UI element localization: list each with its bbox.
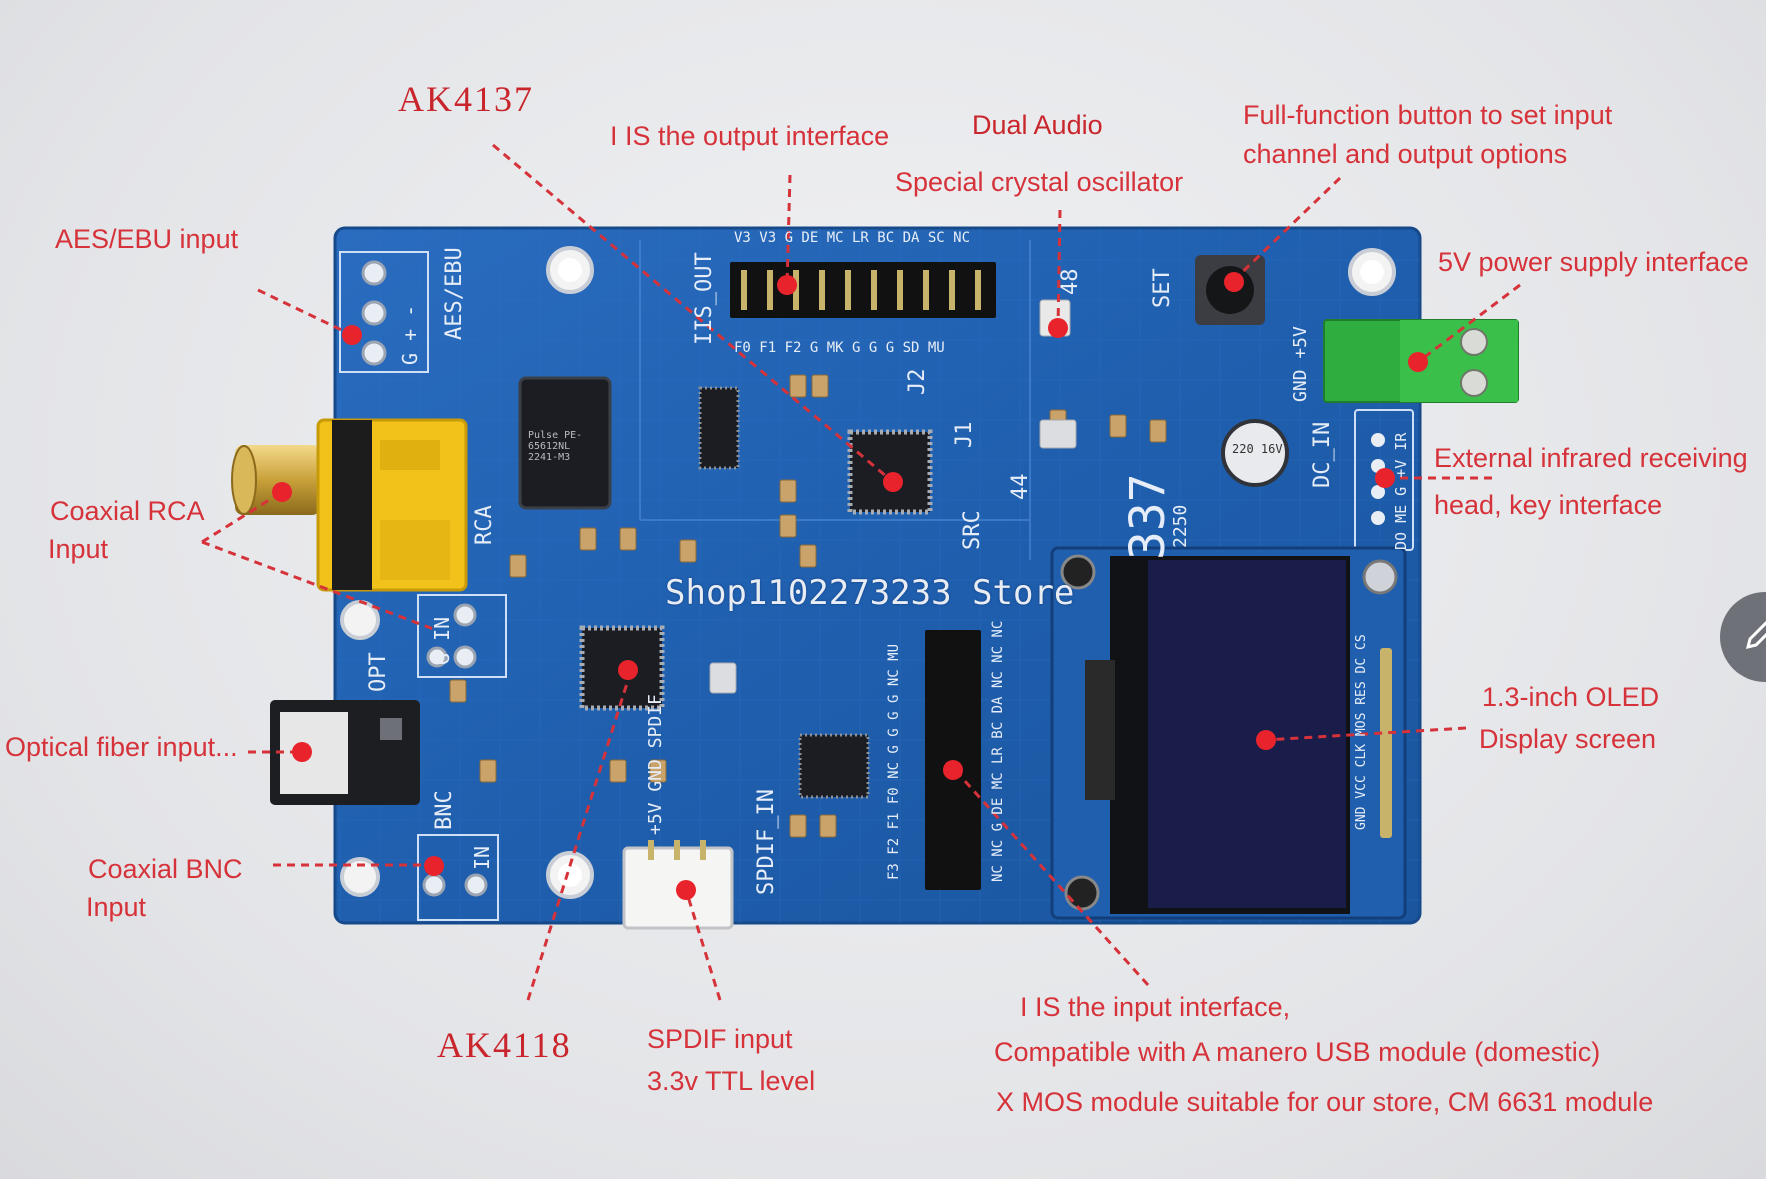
silk-src: SRC [960, 510, 985, 550]
silk-bnc: BNC [432, 790, 457, 830]
silk-aes-ebu: AES/EBU [442, 247, 467, 340]
label-button-line1: Full-function button to set input [1243, 100, 1613, 130]
silk-bnc-pins: IN [470, 845, 494, 870]
mounting-holes [340, 246, 1398, 917]
dot-optical [292, 742, 312, 762]
silk-opt: OPT [366, 652, 391, 692]
silk-header-right: NC NC G DE MC LR BC DA NC NC NC [990, 620, 1006, 882]
dot-power [1408, 352, 1428, 372]
silk-cap: 220 16V [1232, 442, 1283, 456]
label-iis-output: I IS the output interface [610, 121, 890, 151]
label-spdif-line2: 3.3v TTL level [647, 1066, 816, 1096]
dot-aes-ebu [342, 325, 362, 345]
silk-spdif-in: SPDIF_IN [754, 789, 779, 895]
silk-aes-pins: G + - [398, 304, 422, 365]
pulse-transformer [518, 376, 612, 510]
label-bnc-line1: Coaxial BNC [88, 854, 243, 884]
silk-j2: J2 [905, 368, 930, 396]
dot-ak4118 [618, 660, 638, 680]
label-oled-line2: Display screen [1479, 724, 1657, 754]
dot-iis-out [777, 275, 797, 295]
label-iis-in-line3: X MOS module suitable for our store, CM … [996, 1087, 1654, 1117]
silk-bottom-pins: F0 F1 F2 G MK G G G SD MU [734, 340, 945, 356]
label-iis-in-line2: Compatible with A manero USB module (dom… [994, 1037, 1601, 1067]
silk-44: 44 [1008, 473, 1033, 501]
oled-module [1050, 546, 1407, 920]
label-iis-in-line1: I IS the input interface, [1020, 992, 1291, 1022]
silk-model-sub: 2250 [1170, 504, 1191, 548]
label-coax-rca-line1: Coaxial RCA [50, 496, 205, 526]
silk-dc-in: DC_IN [1310, 421, 1335, 488]
label-ak4118: AK4118 [437, 1025, 572, 1065]
dot-ak4137 [883, 472, 903, 492]
dot-oled [1256, 730, 1276, 750]
silk-set: SET [1150, 268, 1175, 308]
label-coax-rca-line2: Input [48, 534, 109, 564]
pencil-icon [1745, 620, 1766, 650]
silk-header-left: F3 F2 F1 F0 NC G G G G NC MU [886, 643, 902, 880]
silk-transformer: Pulse PE-65612NL 2241-M3 [528, 430, 583, 463]
label-spdif-line1: SPDIF input [647, 1024, 793, 1054]
store-watermark: Shop1102273233 Store [665, 573, 1075, 613]
label-aes-ebu-input: AES/EBU input [55, 224, 239, 254]
silk-ir-pins: DO ME G +V IR [1392, 432, 1410, 550]
silk-48: 48 [1058, 268, 1083, 296]
label-ir-line1: External infrared receiving [1434, 443, 1748, 473]
dot-iis-in [943, 760, 963, 780]
silk-opt-pins: G IN [430, 616, 454, 665]
electrolytic-capacitor [1221, 419, 1289, 487]
dot-rca [272, 482, 292, 502]
silk-model: 337 [1120, 473, 1176, 560]
dot-ir [1375, 468, 1395, 488]
silk-j1: J1 [952, 421, 977, 449]
dot-crystal [1048, 318, 1068, 338]
silk-oled-pins: GND VCC CLK MOS RES DC CS [1354, 634, 1369, 830]
label-ak4137: AK4137 [398, 79, 534, 119]
label-crystal: Special crystal oscillator [895, 167, 1184, 197]
label-oled-line1: 1.3-inch OLED [1482, 682, 1660, 712]
silk-top-pins: V3 V3 G DE MC LR BC DA SC NC [734, 230, 971, 246]
label-bnc-line2: Input [86, 892, 147, 922]
silk-spdif-pins: +5V GND SPDIF [645, 694, 666, 835]
dot-bnc [424, 856, 444, 876]
label-power: 5V power supply interface [1438, 247, 1749, 277]
label-button-line2: channel and output options [1243, 139, 1568, 169]
silk-gnd-5v: GND +5V [1290, 326, 1311, 402]
dot-spdif [676, 880, 696, 900]
silk-rca: RCA [472, 505, 497, 545]
label-ir-line2: head, key interface [1434, 490, 1663, 520]
silk-iis-out: IIS_OUT [692, 252, 717, 345]
label-optical: Optical fiber input... [5, 732, 238, 762]
label-dual-audio: Dual Audio [972, 110, 1103, 140]
leader-lines [201, 143, 1521, 1001]
dot-button [1224, 272, 1244, 292]
rca-connector [231, 418, 468, 592]
